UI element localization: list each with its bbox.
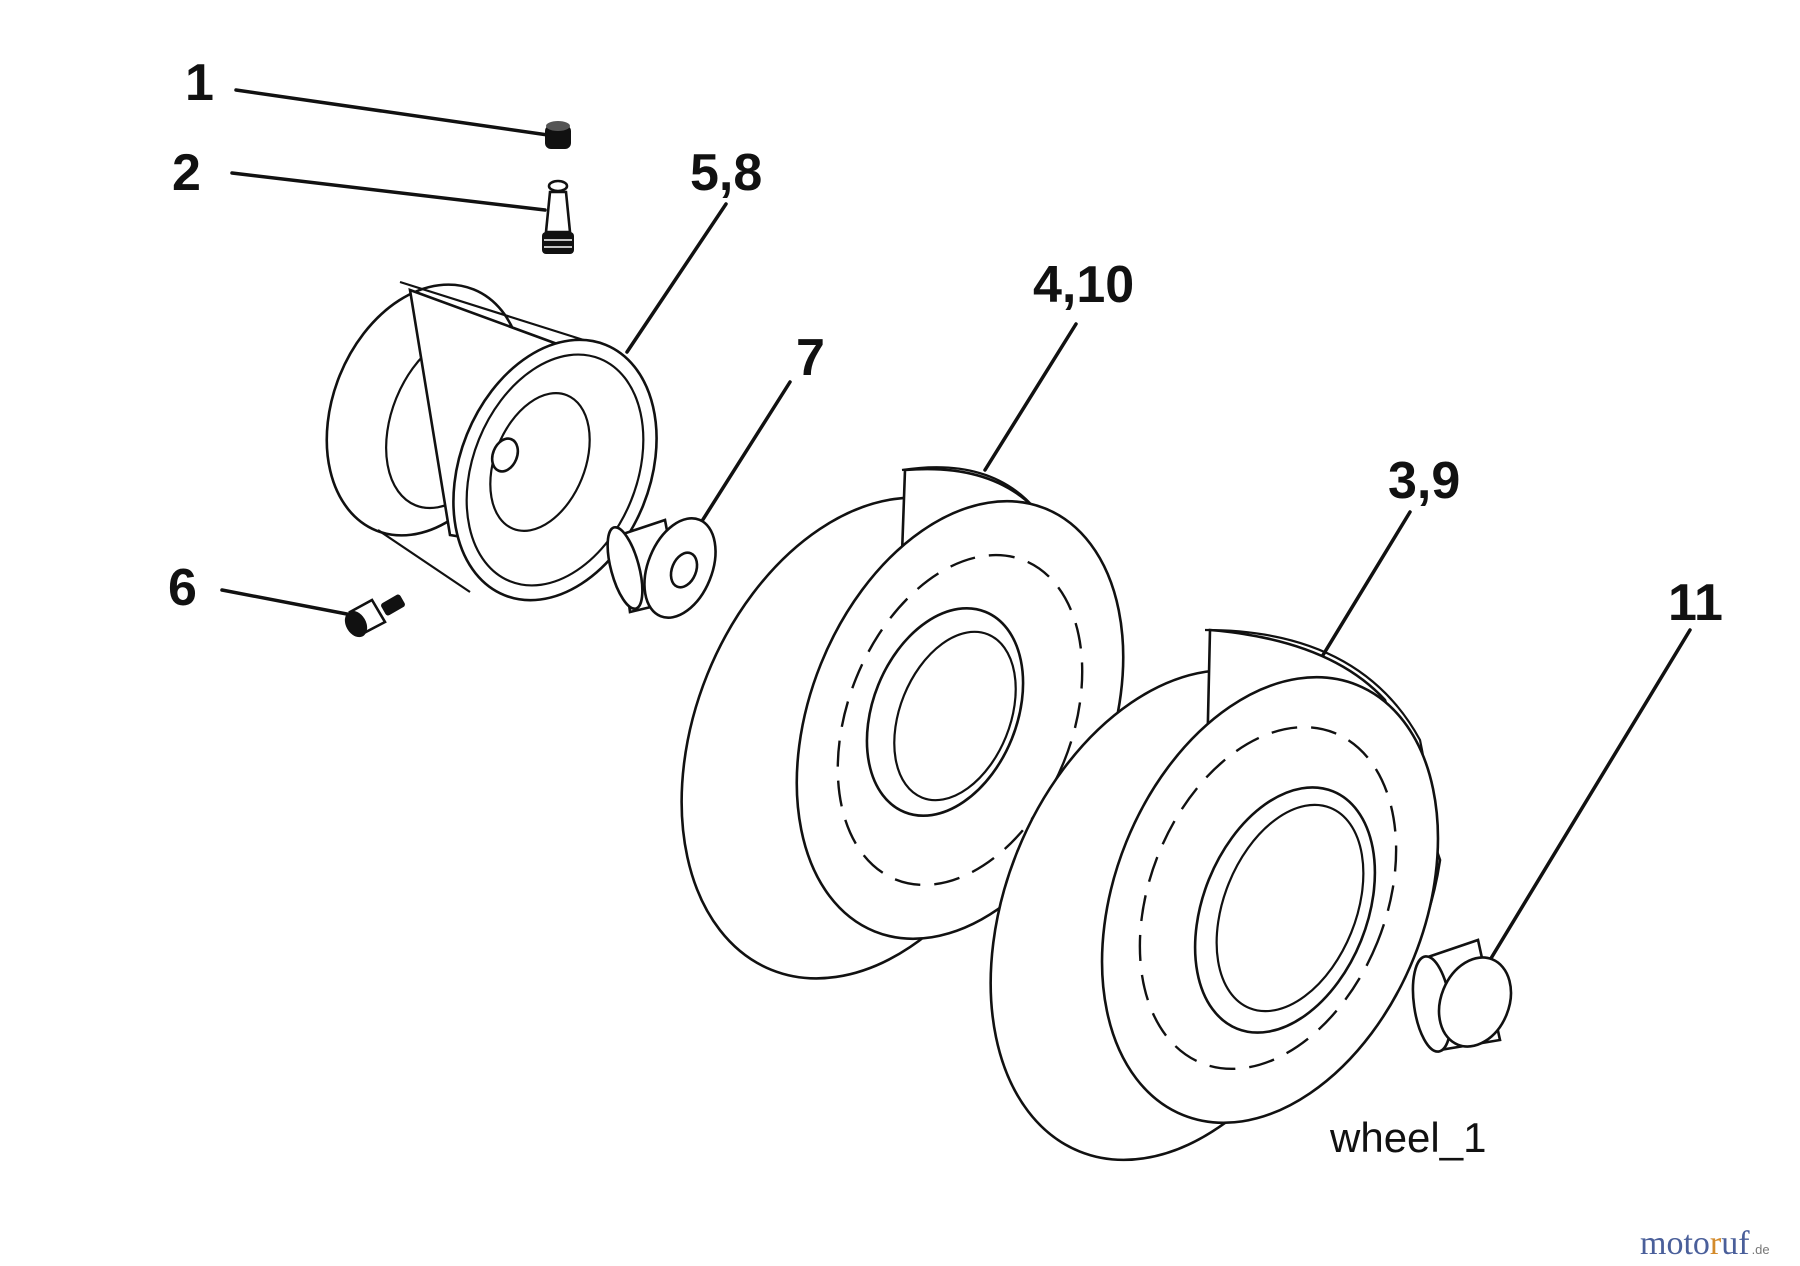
leader-1 [234, 88, 550, 137]
leader-lines [220, 88, 1692, 962]
leader-2 [230, 171, 547, 212]
tire-rear [989, 628, 1442, 1162]
leader-11 [1488, 628, 1692, 962]
wheel-rim [325, 280, 658, 602]
svg-text:motoruf.de: motoruf.de [1640, 1225, 1770, 1262]
leader-5-8 [625, 202, 728, 354]
valve-stem [542, 179, 574, 254]
callout-5-8: 5,8 [690, 144, 762, 202]
watermark-part-3: uf [1721, 1225, 1750, 1262]
leader-7 [688, 380, 792, 542]
valve-cap [545, 121, 571, 149]
callout-1: 1 [185, 54, 214, 112]
hub-cap [1411, 938, 1513, 1053]
leader-4-10 [983, 322, 1078, 472]
grease-fitting [344, 594, 405, 638]
tire-front [680, 466, 1125, 980]
watermark-suffix: .de [1752, 1242, 1770, 1257]
callout-2: 2 [172, 144, 201, 202]
leader-3-9 [1318, 510, 1412, 662]
callout-3-9: 3,9 [1388, 452, 1460, 510]
watermark-part-2: r [1710, 1225, 1722, 1262]
leader-6 [220, 588, 354, 617]
callout-6: 6 [168, 559, 197, 617]
watermark-logo: motoruf.de [1640, 1225, 1770, 1262]
callout-4-10: 4,10 [1033, 256, 1134, 314]
diagram-caption: wheel_1 [1329, 1114, 1486, 1161]
flanged-bushing [606, 517, 717, 619]
callout-7: 7 [796, 329, 825, 387]
callout-11: 11 [1668, 574, 1723, 632]
callouts: 1 2 5,8 4,10 7 3,9 6 11 [168, 54, 1723, 632]
watermark-part-1: moto [1640, 1225, 1710, 1262]
